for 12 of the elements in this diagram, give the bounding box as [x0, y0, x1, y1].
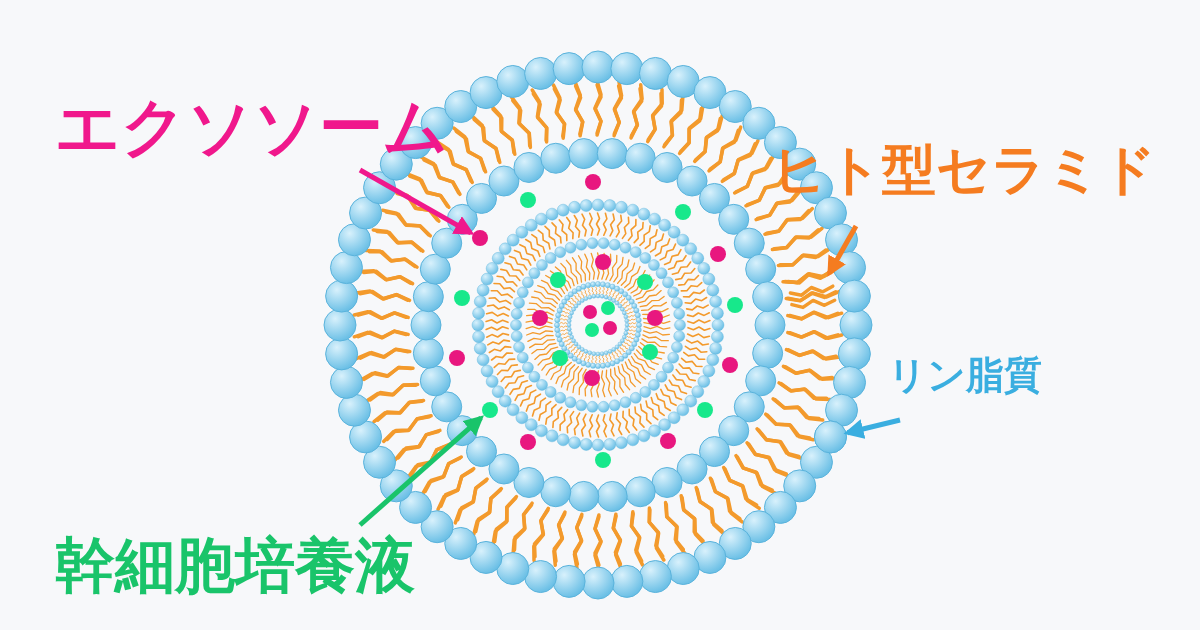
leader-arrow: [358, 415, 484, 527]
lipid-tails: [786, 270, 837, 310]
culture-fluid-dot: [482, 402, 498, 418]
callout-label: 幹細胞培養液: [55, 532, 415, 598]
leader-arrow: [358, 167, 475, 235]
leader-arrow: [843, 417, 901, 439]
leader-arrow: [827, 224, 859, 277]
callout-label: ヒト型セラミド: [772, 140, 1156, 200]
callout-label: エクソソーム: [55, 92, 449, 163]
phospholipid-head: [813, 420, 847, 454]
exosome-dot: [472, 230, 488, 246]
callout-label: リン脂質: [888, 355, 1042, 397]
